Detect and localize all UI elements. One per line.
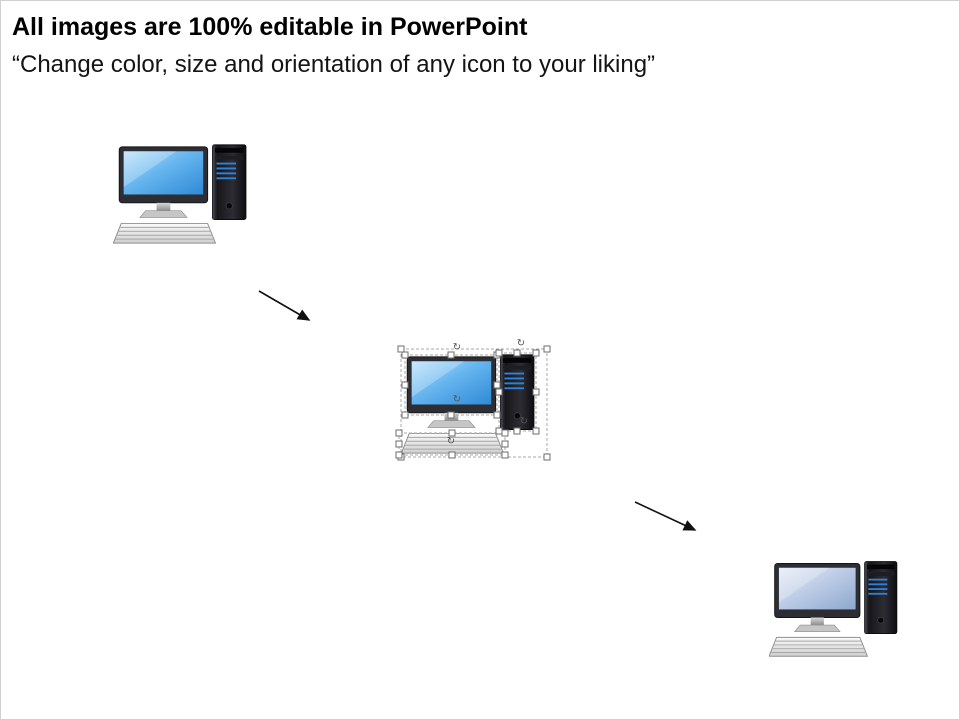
desktop-computer-icon-center[interactable]: ↻ ↻ ↻ ↻ ↻ (395, 337, 551, 463)
arrow-down-right-icon[interactable] (253, 285, 323, 331)
page-title: All images are 100% editable in PowerPoi… (12, 13, 528, 41)
desktop-computer-icon-top-left[interactable] (113, 139, 261, 247)
desktop-computer-graphic (113, 144, 247, 244)
page-subtitle: “Change color, size and orientation of a… (12, 51, 656, 78)
selection-handles[interactable]: ↻ ↻ ↻ ↻ ↻ (395, 337, 551, 463)
desktop-computer-icon-bottom-right[interactable] (769, 555, 911, 661)
rotate-handle-icon: ↻ (453, 394, 461, 405)
rotate-handle-icon: ↻ (453, 342, 461, 353)
arrow-down-right-icon[interactable] (631, 497, 707, 541)
rotate-handle-icon: ↻ (517, 338, 525, 349)
desktop-computer-graphic (769, 561, 898, 657)
rotate-handle-icon: ↻ (447, 436, 455, 447)
rotate-handle-icon: ↻ (520, 416, 528, 427)
